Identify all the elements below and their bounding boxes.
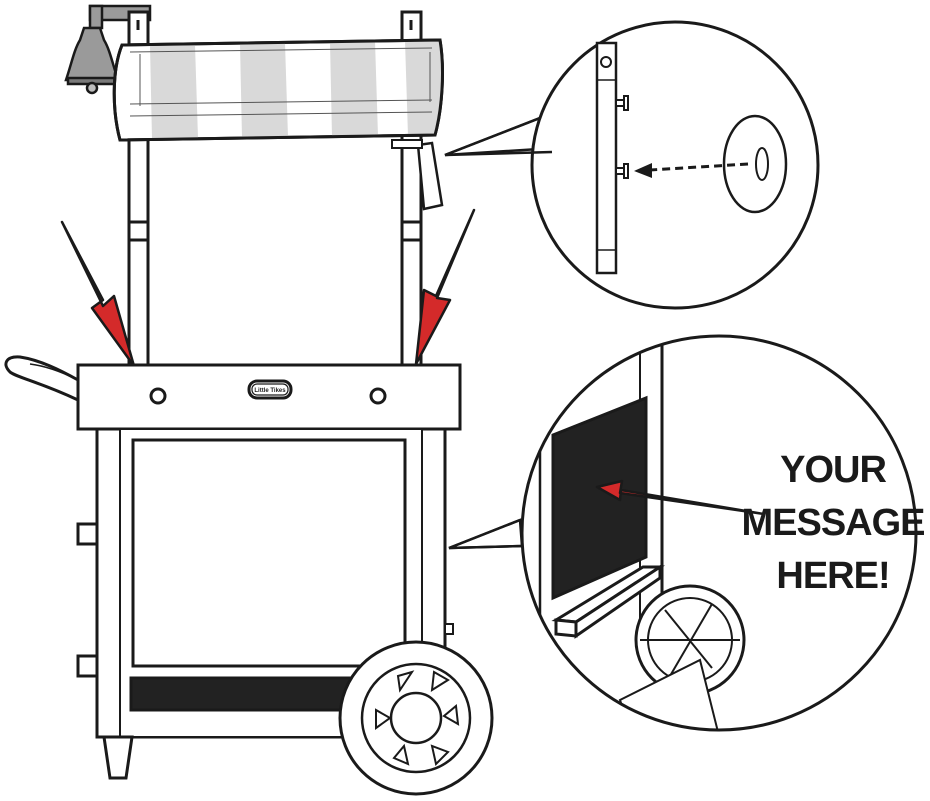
red-arrow-icon	[414, 208, 476, 366]
message-line-3: HERE!	[776, 555, 889, 597]
cart-body: Little Tikes	[4, 355, 494, 796]
bell-icon	[64, 4, 152, 95]
message-line-1: YOUR	[780, 449, 886, 491]
cart-logo-text: Little Tikes	[254, 388, 286, 394]
message-panel	[551, 395, 648, 601]
dashed-arrow-icon	[634, 162, 749, 178]
pole-peg	[615, 95, 629, 179]
canopy	[112, 38, 444, 211]
cart-logo: Little Tikes	[247, 379, 293, 400]
red-arrow-icon	[595, 479, 766, 516]
message-panel-callout: YOUR MESSAGE HERE!	[448, 334, 926, 732]
red-arrow-icon	[60, 220, 136, 368]
message-line-2: MESSAGE	[741, 502, 924, 544]
pole-clip-detail-callout	[444, 20, 820, 310]
